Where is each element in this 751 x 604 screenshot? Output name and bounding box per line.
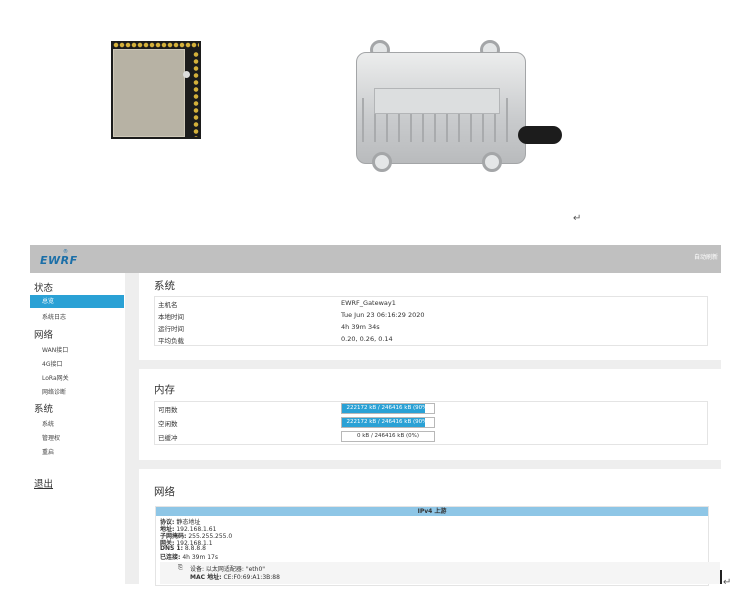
ip-key: DNS 1:	[160, 545, 183, 552]
ip-value: 8.8.8.8	[184, 545, 206, 552]
module-pins-top	[113, 42, 199, 48]
memory-table: 可用数 222172 kB / 246416 kB (90%) 空闲数 2221…	[154, 401, 708, 445]
main-content: 系统 主机名 EWRF_Gateway1 本地时间 Tue Jun 23 06:16…	[125, 273, 721, 586]
row-key: 主机名	[158, 301, 178, 309]
device-line: 设备: 以太网适配器: "eth0"	[190, 566, 266, 573]
ip-value: 192.168.1.1	[176, 540, 213, 547]
brand-logo[interactable]: EWRF	[40, 254, 78, 267]
table-row: 已缓冲 0 kB / 246416 kB (0%)	[155, 430, 707, 444]
row-value: Tue Jun 23 06:16:29 2020	[341, 311, 425, 319]
sidebar-group-status[interactable]: 状态	[34, 283, 54, 294]
sidebar-item-admin[interactable]: 管理权	[42, 435, 61, 442]
module-shield-can	[113, 49, 185, 137]
sidebar-logout[interactable]: 退出	[34, 479, 54, 490]
sidebar-group-system[interactable]: 系统	[34, 404, 54, 415]
ip-key: 协议:	[160, 519, 175, 526]
mount-ear	[372, 152, 392, 172]
ip-key: 网关:	[160, 540, 175, 547]
row-value: 0.20, 0.26, 0.14	[341, 335, 393, 343]
ethernet-icon: ⎘	[178, 564, 183, 571]
mac-key: MAC 地址:	[190, 574, 222, 581]
sidebar-item-lora[interactable]: LoRa网关	[42, 375, 69, 382]
ip-line: 网关: 192.168.1.1	[160, 538, 213, 547]
table-row: 平均负载 0.20, 0.26, 0.14	[155, 333, 707, 345]
text-cursor	[720, 570, 722, 584]
sidebar-item-wan[interactable]: WAN接口	[42, 347, 69, 354]
module-pins-right	[192, 51, 200, 137]
memory-bar: 222172 kB / 246416 kB (90%)	[341, 417, 435, 428]
memory-bar-fill	[342, 404, 425, 413]
system-card: 系统 主机名 EWRF_Gateway1 本地时间 Tue Jun 23 06:16…	[139, 273, 721, 360]
auto-refresh-link[interactable]: 自动刷新	[693, 254, 718, 261]
sidebar: 状态 总览 系统日志 网络 WAN接口 4G接口 LoRa网关 网络诊断 系统 …	[30, 273, 126, 584]
sidebar-item-diagnostics[interactable]: 网络诊断	[42, 389, 67, 396]
system-table: 主机名 EWRF_Gateway1 本地时间 Tue Jun 23 06:16:29…	[154, 296, 708, 346]
ip-line: 子网掩码: 255.255.255.0	[160, 531, 232, 540]
mac-value: CE:F0:69:A1:3B:88	[223, 574, 280, 581]
brand-registered: ®	[63, 249, 68, 255]
ip-key: 子网掩码:	[160, 533, 187, 540]
ip-value: 255.255.255.0	[188, 533, 233, 540]
ip-line: 地址: 192.168.1.61	[160, 524, 216, 533]
row-value: EWRF_Gateway1	[341, 299, 396, 307]
table-row: 本地时间 Tue Jun 23 06:16:29 2020	[155, 309, 707, 321]
row-key: 可用数	[158, 406, 178, 414]
row-key: 本地时间	[158, 313, 184, 321]
row-value: 4h 39m 34s	[341, 323, 380, 331]
row-key: 空闲数	[158, 420, 178, 428]
memory-bar-label: 0 kB / 246416 kB (0%)	[356, 433, 420, 439]
ipv4-header: IPv4 上游	[156, 507, 708, 516]
mac-line: MAC 地址: CE:F0:69:A1:3B:88	[190, 572, 280, 581]
network-title: 网络	[154, 486, 175, 498]
row-key: 平均负载	[158, 337, 184, 345]
gateway-enclosure-photo	[352, 40, 562, 172]
mount-ear	[482, 152, 502, 172]
ip-value: 静态地址	[176, 519, 201, 526]
antenna-cable	[518, 126, 562, 144]
enclosure-panel	[374, 88, 500, 114]
ip-line: 已连接: 4h 39m 17s	[160, 552, 218, 561]
lora-module-photo	[111, 41, 201, 139]
ip-key: 地址:	[160, 526, 175, 533]
ip-line: DNS 1: 8.8.8.8	[160, 545, 206, 552]
device-box: ⎘ 设备: 以太网适配器: "eth0" MAC 地址: CE:F0:69:A1…	[160, 562, 720, 584]
row-key: 运行时间	[158, 325, 184, 333]
sidebar-group-network[interactable]: 网络	[34, 330, 54, 341]
ip-value: 4h 39m 17s	[182, 554, 219, 561]
sidebar-item-4g[interactable]: 4G接口	[42, 361, 63, 368]
memory-bar: 0 kB / 246416 kB (0%)	[341, 431, 435, 442]
ipv4-panel: IPv4 上游 协议: 静态地址 地址: 192.168.1.61 子网掩码: …	[155, 506, 720, 586]
table-row: 主机名 EWRF_Gateway1	[155, 297, 707, 309]
sidebar-item-syslog[interactable]: 系统日志	[42, 314, 67, 321]
memory-bar-label: 222172 kB / 246416 kB (90%)	[346, 405, 430, 411]
ip-line: 协议: 静态地址	[160, 517, 200, 526]
return-mark: ↵	[573, 213, 582, 224]
memory-bar-label: 222172 kB / 246416 kB (90%)	[346, 419, 430, 425]
memory-bar: 222172 kB / 246416 kB (90%)	[341, 403, 435, 414]
memory-bar-fill	[342, 418, 425, 427]
sidebar-item-reboot[interactable]: 重启	[42, 449, 55, 456]
top-bar	[30, 245, 721, 273]
sidebar-item-overview[interactable]: 总览	[30, 295, 124, 308]
ip-value: 192.168.1.61	[176, 526, 217, 533]
module-hole	[183, 71, 190, 78]
system-title: 系统	[154, 280, 175, 292]
table-row: 可用数 222172 kB / 246416 kB (90%)	[155, 402, 707, 416]
memory-card: 内存 可用数 222172 kB / 246416 kB (90%) 空闲数 2…	[139, 369, 721, 460]
table-row: 空闲数 222172 kB / 246416 kB (90%)	[155, 416, 707, 430]
table-row: 运行时间 4h 39m 34s	[155, 321, 707, 333]
row-key: 已缓冲	[158, 434, 178, 442]
memory-title: 内存	[154, 384, 175, 396]
ip-key: 已连接:	[160, 554, 181, 561]
return-mark: ↵	[723, 577, 732, 588]
sidebar-item-system[interactable]: 系统	[42, 421, 55, 428]
